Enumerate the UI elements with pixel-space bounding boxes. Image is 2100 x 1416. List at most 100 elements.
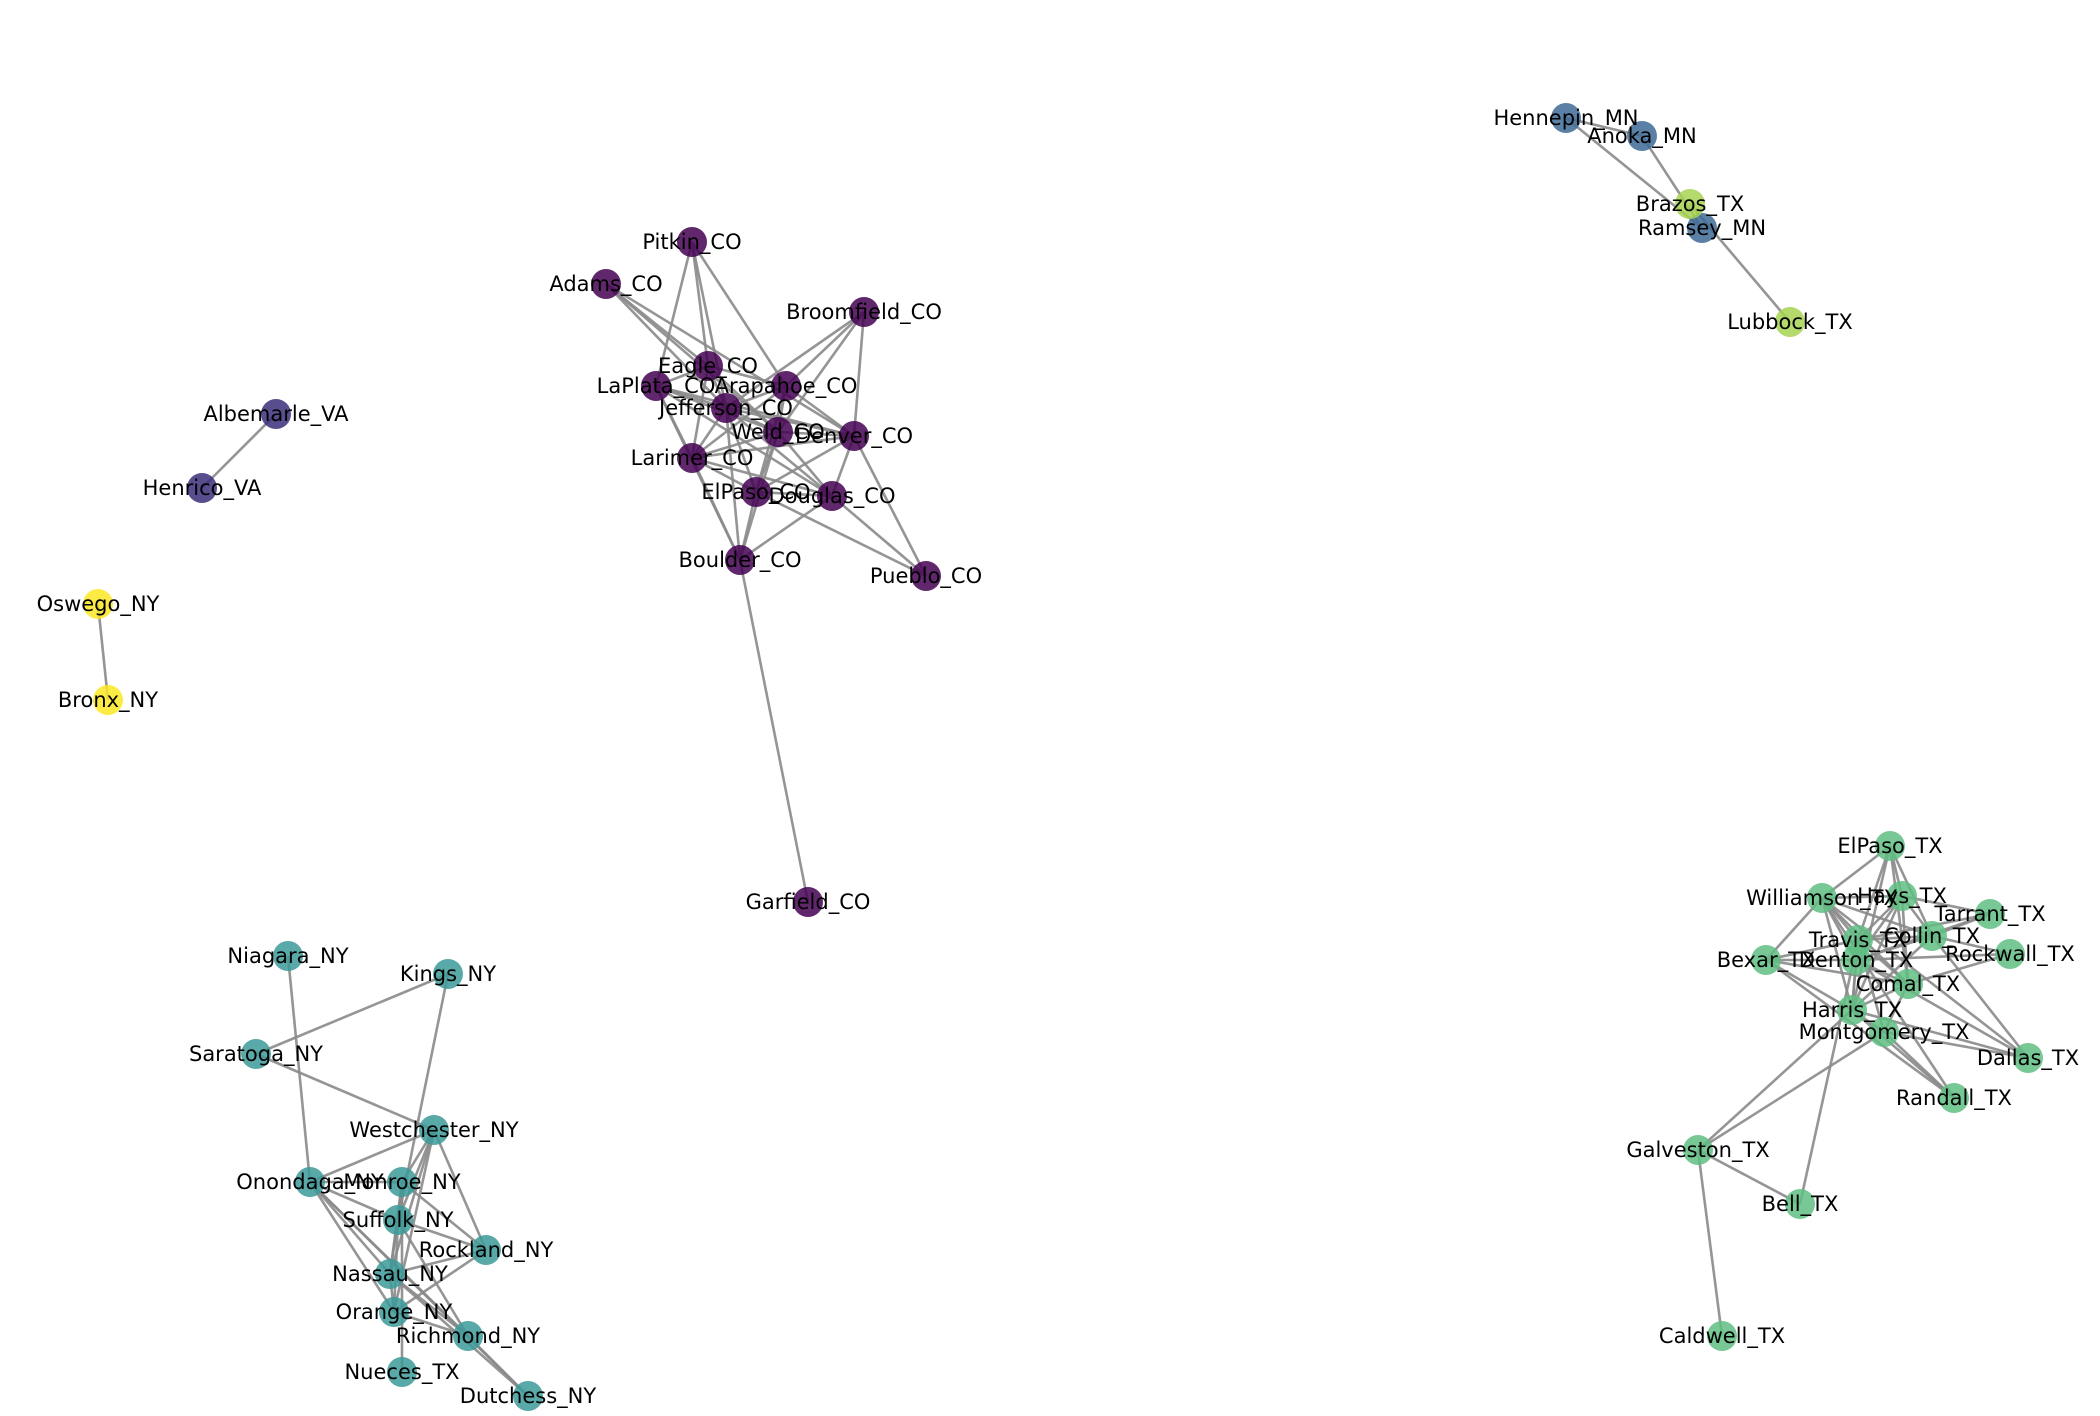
node-label-Kings_NY: Kings_NY bbox=[400, 962, 496, 987]
edge-Denver_CO-Pueblo_CO bbox=[852, 435, 928, 577]
node-label-Dallas_TX: Dallas_TX bbox=[1977, 1046, 2079, 1071]
node-label-Larimer_CO: Larimer_CO bbox=[631, 446, 754, 471]
node-Lubbock_TX bbox=[1775, 307, 1805, 337]
node-ElPaso_TX bbox=[1875, 831, 1905, 861]
edge-Broomfield_CO-Jefferson_CO bbox=[725, 310, 865, 410]
node-label-Bexar_TX: Bexar_TX bbox=[1717, 948, 1816, 973]
edge-Broomfield_CO-Weld_CO bbox=[776, 311, 866, 433]
node-Oswego_NY bbox=[83, 589, 113, 619]
node-label-Pitkin_CO: Pitkin_CO bbox=[642, 230, 741, 255]
node-label-Onondaga_NY: Onondaga_NY bbox=[236, 1170, 384, 1195]
edge-Douglas_CO-Pueblo_CO bbox=[831, 495, 927, 577]
node-Onondaga_NY bbox=[295, 1167, 325, 1197]
node-Westchester_NY bbox=[419, 1115, 449, 1145]
edge-Montgomery_TX-Dallas_TX bbox=[1883, 1030, 2029, 1060]
node-label-Randall_TX: Randall_TX bbox=[1896, 1086, 2012, 1111]
node-Hays_TX bbox=[1887, 881, 1917, 911]
node-Nassau_NY bbox=[375, 1259, 405, 1289]
edge-Douglas_CO-Boulder_CO bbox=[739, 494, 833, 562]
graph-labels: Pitkin_COAdams_COBroomfield_COEagle_COLa… bbox=[37, 106, 2080, 1409]
node-Bell_TX bbox=[1785, 1189, 1815, 1219]
node-label-Westchester_NY: Westchester_NY bbox=[349, 1118, 518, 1143]
node-Jefferson_CO bbox=[711, 393, 741, 423]
node-label-Douglas_CO: Douglas_CO bbox=[769, 484, 896, 509]
edge-Kings_NY-Saratoga_NY bbox=[255, 972, 449, 1056]
edge-Harris_TX-Galveston_TX bbox=[1697, 1009, 1853, 1151]
node-label-Jefferson_CO: Jefferson_CO bbox=[657, 396, 793, 421]
node-Eagle_CO bbox=[693, 351, 723, 381]
edge-Comal_TX-Rockwall_TX bbox=[1907, 952, 2011, 986]
node-label-Garfield_CO: Garfield_CO bbox=[746, 890, 871, 915]
node-label-Denton_TX: Denton_TX bbox=[1799, 948, 1914, 973]
node-ElPaso_CO bbox=[741, 477, 771, 507]
node-label-Adams_CO: Adams_CO bbox=[549, 272, 662, 297]
node-Brazos_TX bbox=[1675, 189, 1705, 219]
node-Caldwell_TX bbox=[1707, 1321, 1737, 1351]
node-label-Niagara_NY: Niagara_NY bbox=[227, 944, 348, 969]
node-label-Weld_CO: Weld_CO bbox=[731, 420, 824, 445]
node-label-Caldwell_TX: Caldwell_TX bbox=[1659, 1324, 1785, 1349]
edge-Williamson_TX-Randall_TX bbox=[1820, 897, 1956, 1099]
node-Hennepin_MN bbox=[1551, 103, 1581, 133]
edge-Broomfield_CO-Arapahoe_CO bbox=[785, 311, 865, 387]
node-label-Broomfield_CO: Broomfield_CO bbox=[786, 300, 942, 325]
edge-Jefferson_CO-Denver_CO bbox=[725, 406, 855, 438]
node-Saratoga_NY bbox=[241, 1039, 271, 1069]
node-Weld_CO bbox=[763, 417, 793, 447]
edge-Onondaga_NY-Nassau_NY bbox=[309, 1181, 391, 1275]
node-label-Nueces_TX: Nueces_TX bbox=[344, 1360, 459, 1385]
node-Bexar_TX bbox=[1751, 945, 1781, 975]
node-label-Denver_CO: Denver_CO bbox=[795, 424, 913, 449]
graph-nodes bbox=[83, 103, 2043, 1411]
node-Dallas_TX bbox=[2013, 1043, 2043, 1073]
node-label-Richmond_NY: Richmond_NY bbox=[396, 1324, 540, 1349]
edge-Eagle_CO-Weld_CO bbox=[707, 365, 779, 433]
edge-Bexar_TX-Comal_TX bbox=[1765, 958, 1909, 986]
edge-ElPaso_CO-Pueblo_CO bbox=[755, 490, 927, 578]
edge-Westchester_NY-Suffolk_NY bbox=[396, 1129, 436, 1221]
edge-Jefferson_CO-Boulder_CO bbox=[724, 407, 742, 561]
node-label-Comal_TX: Comal_TX bbox=[1856, 972, 1960, 997]
node-Orange_NY bbox=[379, 1297, 409, 1327]
node-label-Tarrant_TX: Tarrant_TX bbox=[1933, 902, 2045, 927]
edge-Travis_TX-Bell_TX bbox=[1798, 939, 1860, 1205]
edge-Suffolk_NY-Richmond_NY bbox=[396, 1219, 470, 1337]
node-label-Albemarle_VA: Albemarle_VA bbox=[203, 402, 349, 427]
edge-Oswego_NY-Bronx_NY bbox=[96, 603, 110, 701]
node-label-Arapahoe_CO: Arapahoe_CO bbox=[715, 374, 858, 399]
node-Monroe_NY bbox=[387, 1167, 417, 1197]
edge-Larimer_CO-Boulder_CO bbox=[690, 457, 742, 561]
edge-Niagara_NY-Onondaga_NY bbox=[286, 955, 312, 1183]
node-Bronx_NY bbox=[93, 685, 123, 715]
node-Dutchess_NY bbox=[513, 1381, 543, 1411]
node-Richmond_NY bbox=[453, 1321, 483, 1351]
node-label-Williamson_TX: Williamson_TX bbox=[1746, 886, 1898, 911]
edge-Rockland_NY-Nassau_NY bbox=[389, 1248, 487, 1276]
node-label-Bell_TX: Bell_TX bbox=[1762, 1192, 1839, 1217]
node-label-Rockwall_TX: Rockwall_TX bbox=[1945, 942, 2075, 967]
edge-Broomfield_CO-Denver_CO bbox=[852, 311, 866, 437]
edge-Rockland_NY-Orange_NY bbox=[393, 1248, 487, 1314]
node-Randall_TX bbox=[1939, 1083, 1969, 1113]
graph-edges bbox=[96, 116, 2030, 1397]
node-label-Hennepin_MN: Hennepin_MN bbox=[1493, 106, 1638, 131]
node-Harris_TX bbox=[1837, 995, 1867, 1025]
edge-Denton_TX-Dallas_TX bbox=[1855, 958, 2029, 1060]
node-Ramsey_MN bbox=[1687, 213, 1717, 243]
node-label-Orange_NY: Orange_NY bbox=[336, 1300, 453, 1325]
node-Arapahoe_CO bbox=[771, 371, 801, 401]
edge-Jefferson_CO-Douglas_CO bbox=[725, 406, 833, 498]
node-label-LaPlata_CO: LaPlata_CO bbox=[597, 374, 716, 399]
node-label-ElPaso_TX: ElPaso_TX bbox=[1837, 834, 1942, 859]
edge-Larimer_CO-Douglas_CO bbox=[691, 456, 833, 498]
edge-Collin_TX-Harris_TX bbox=[1851, 935, 1933, 1011]
node-Broomfield_CO bbox=[849, 297, 879, 327]
node-Rockland_NY bbox=[471, 1235, 501, 1265]
edge-Travis_TX-Bexar_TX bbox=[1765, 938, 1859, 962]
edge-Adams_CO-Weld_CO bbox=[605, 283, 779, 433]
node-label-Ramsey_MN: Ramsey_MN bbox=[1638, 216, 1766, 241]
edge-Monroe_NY-Rockland_NY bbox=[401, 1180, 487, 1252]
edge-Denton_TX-Rockwall_TX bbox=[1855, 952, 2011, 962]
node-label-ElPaso_CO: ElPaso_CO bbox=[701, 480, 810, 505]
